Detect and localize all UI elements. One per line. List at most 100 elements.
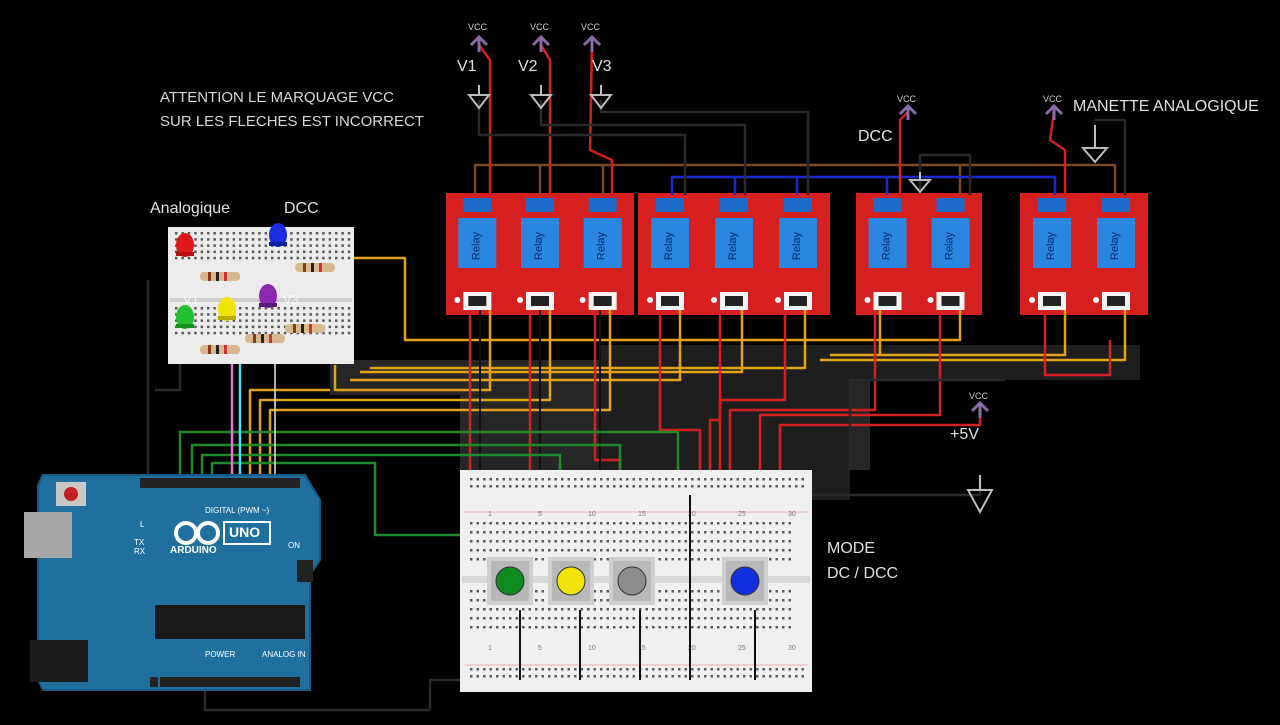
col-number: 10 <box>588 645 596 652</box>
vcc-text-1: VCC <box>468 22 488 32</box>
vcc-arrow-1 <box>469 34 489 52</box>
relay-label: Relay <box>663 231 675 260</box>
warning-line-1: ATTENTION LE MARQUAGE VCC <box>160 89 394 106</box>
header-power <box>150 677 158 687</box>
led-red <box>176 233 194 257</box>
vcc-arrow-5 <box>1044 103 1064 120</box>
arduino-tx: TX <box>134 538 145 547</box>
relay-unit-3: Relay <box>579 198 622 310</box>
arduino-brand: ARDUINO <box>170 545 217 556</box>
col-number: 10 <box>588 511 596 518</box>
vcc-text-5: VCC <box>1043 94 1063 104</box>
col-number: 20 <box>688 645 696 652</box>
label-led-v3: V3 <box>283 292 299 307</box>
relay-label: Relay <box>727 231 739 260</box>
relay-unit-9: Relay <box>1029 198 1071 310</box>
wire-red-d7 <box>728 310 877 485</box>
relay-unit-6: Relay <box>775 198 817 310</box>
push-button-yellow <box>548 557 594 605</box>
wire-orange-2 <box>333 310 492 392</box>
label-dcc-relays: DCC <box>858 128 893 145</box>
ground-main <box>966 475 994 515</box>
col-number: 30 <box>788 645 796 652</box>
relay-label: Relay <box>1109 231 1121 260</box>
relay-unit-1: Relay <box>454 198 497 310</box>
label-v1: V1 <box>457 58 477 75</box>
atmega-chip <box>155 605 305 639</box>
label-analogique: Analogique <box>150 200 231 217</box>
resistor-3 <box>285 324 325 333</box>
arduino-model: UNO <box>229 524 261 540</box>
wiring-shadow-2 <box>600 345 1140 500</box>
relay-label: Relay <box>944 231 956 260</box>
vcc-text-4: VCC <box>897 94 917 104</box>
wire-orange-8 <box>370 310 807 370</box>
led-blue <box>269 223 287 247</box>
push-button-green <box>487 557 533 605</box>
usb-port <box>24 512 72 558</box>
icsp <box>297 560 313 582</box>
relay-unit-7: Relay <box>864 198 907 310</box>
relay-modules: Relay Relay Relay Relay Relay Relay Relay Relay… <box>446 193 1148 315</box>
push-button-gray <box>609 557 655 605</box>
wire-red-d4 <box>658 310 702 485</box>
warning-line-2: SUR LES FLECHES EST INCORRECT <box>160 113 424 130</box>
relay-label: Relay <box>791 231 803 260</box>
ground-manette <box>1080 125 1110 164</box>
wire-orange-1 <box>345 256 962 342</box>
wire-orange-11 <box>830 310 1067 357</box>
resistor-2 <box>295 263 335 272</box>
col-number: 5 <box>538 511 542 518</box>
vcc-text-6: VCC <box>969 391 989 401</box>
relay-unit-10: Relay <box>1093 198 1135 310</box>
relay-label: Relay <box>470 231 482 260</box>
label-manette: MANETTE ANALOGIQUE <box>1073 98 1259 115</box>
relay-unit-4: Relay <box>647 198 689 310</box>
vcc-arrow-3 <box>582 34 602 52</box>
col-number: 25 <box>738 511 746 518</box>
vcc-arrow-2 <box>531 34 551 52</box>
wire-green-4 <box>210 461 500 537</box>
relay-unit-5: Relay <box>711 198 753 310</box>
wire-black-gnd2 <box>848 378 1005 470</box>
relay-label: Relay <box>881 231 893 260</box>
col-number: 1 <box>488 645 492 652</box>
vcc-text-3: VCC <box>581 22 601 32</box>
arduino-l: L <box>140 520 145 529</box>
led-breadboard <box>168 223 354 364</box>
wire-black-v1 <box>477 100 687 195</box>
col-number: 15 <box>638 645 646 652</box>
wire-red-v3 <box>588 44 614 195</box>
led-green <box>176 305 194 329</box>
col-number: 5 <box>538 645 542 652</box>
arduino-rx: RX <box>134 547 146 556</box>
ground-v3 <box>588 85 614 110</box>
header-digital <box>140 478 300 488</box>
push-button-blue <box>722 557 768 605</box>
wire-black-dcc <box>918 153 972 195</box>
arduino-uno <box>24 474 321 691</box>
bb-wires <box>519 495 756 680</box>
ground-v2 <box>528 85 554 110</box>
warning-note: ATTENTION LE MARQUAGE VCC SUR LES FLECHE… <box>160 86 424 134</box>
relay-label: Relay <box>596 231 608 260</box>
resistor-1 <box>200 272 240 281</box>
wire-green-1 <box>178 430 680 485</box>
resistor-4 <box>200 345 240 354</box>
arduino-digital-label: DIGITAL (PWM ~) <box>205 506 270 515</box>
wire-orange-3 <box>258 310 552 480</box>
label-dcc-leds: DCC <box>284 200 319 217</box>
vcc-arrow-4 <box>898 103 918 120</box>
wire-red-manette <box>1048 111 1067 195</box>
resistor-5 <box>245 334 285 343</box>
ground-dcc <box>907 172 933 194</box>
col-number: 30 <box>788 511 796 518</box>
push-buttons <box>487 557 768 605</box>
wire-orange-7 <box>360 310 744 374</box>
ground-v1 <box>466 85 492 110</box>
wire-red-d9 <box>1043 310 1112 377</box>
label-mode-dc-dcc: DC / DCC <box>827 565 899 582</box>
vcc-text-2: VCC <box>530 22 550 32</box>
arduino-logo <box>174 521 271 545</box>
